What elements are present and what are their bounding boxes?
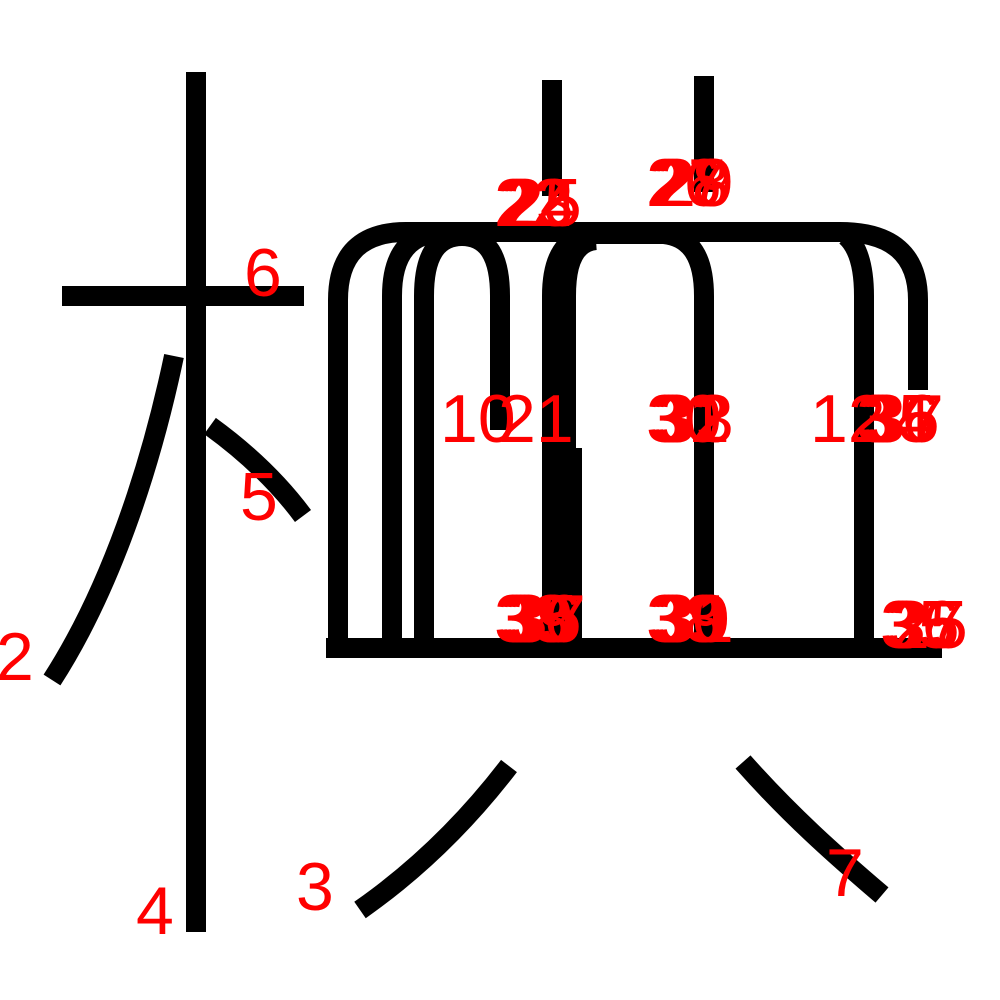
stroke-number-label: 36 bbox=[864, 381, 940, 457]
stroke-number-label: 26 bbox=[646, 145, 722, 221]
character-strokes bbox=[43, 72, 942, 932]
stroke-number-label: 21 bbox=[498, 381, 574, 457]
stroke-number-label: 23 bbox=[498, 165, 574, 241]
stroke-number-label: 25 bbox=[506, 165, 582, 241]
stroke-left-sweep bbox=[43, 353, 184, 686]
stroke-number-label-overlap: 31 bbox=[658, 581, 734, 657]
stroke-number-label: 29 bbox=[658, 145, 734, 221]
stroke-number-label: 34 bbox=[856, 381, 932, 457]
stroke-number-label: 37 bbox=[868, 381, 944, 457]
stroke-number-label-overlap: 36 bbox=[884, 587, 960, 663]
stroke-number-label: 39 bbox=[498, 581, 574, 657]
stroke-number-label-overlap: 37 bbox=[510, 581, 586, 657]
stroke-number-label: 6 bbox=[244, 235, 282, 311]
stroke-number-label: 32 bbox=[654, 381, 730, 457]
stroke-number-label: 38 bbox=[494, 581, 570, 657]
stroke-number-label: 24 bbox=[502, 165, 578, 241]
stroke-number-label-overlap: 35 bbox=[880, 587, 956, 663]
stroke-thick-block bbox=[542, 448, 582, 644]
stroke-right-post bbox=[838, 228, 874, 640]
stroke-number-label: 5 bbox=[240, 459, 278, 535]
stroke-number-label: 7 bbox=[826, 835, 864, 911]
stroke-number-label-overlap: 36 bbox=[506, 581, 582, 657]
stroke-number-label: 30 bbox=[646, 381, 722, 457]
stroke-number-label-overlap: 25 bbox=[892, 587, 968, 663]
stroke-number-label-overlap: 37 bbox=[888, 587, 964, 663]
stroke-number-label: 2 bbox=[0, 619, 34, 695]
stroke-right-dot bbox=[204, 417, 312, 522]
stroke-number-label-overlap: 39 bbox=[650, 581, 726, 657]
stroke-arch-inner bbox=[556, 230, 598, 640]
stroke-arch-middle bbox=[542, 224, 714, 640]
stroke-number-label: 35 bbox=[860, 381, 936, 457]
stroke-number-label: 33 bbox=[658, 381, 734, 457]
stroke-arch-left-2 bbox=[382, 222, 447, 640]
stroke-arch-left-3 bbox=[414, 226, 510, 640]
stroke-number-label: 12 bbox=[810, 381, 886, 457]
stroke-number-label: 10 bbox=[440, 381, 516, 457]
stroke-number-label: 31 bbox=[650, 381, 726, 457]
stroke-number-label-overlap: 35 bbox=[502, 581, 578, 657]
stroke-number-label: 4 bbox=[136, 873, 174, 949]
stroke-number-label: 3 bbox=[296, 849, 334, 925]
stroke-number-label: 28 bbox=[654, 145, 730, 221]
stroke-number-label: 27 bbox=[650, 145, 726, 221]
stroke-number-label: 22 bbox=[494, 165, 570, 241]
stroke-bottom-right-sweep bbox=[735, 755, 889, 903]
stroke-number-label-overlap: 30 bbox=[654, 581, 730, 657]
stroke-number-label-overlap: 38 bbox=[646, 581, 722, 657]
stroke-bottom-left-sweep bbox=[354, 759, 517, 919]
